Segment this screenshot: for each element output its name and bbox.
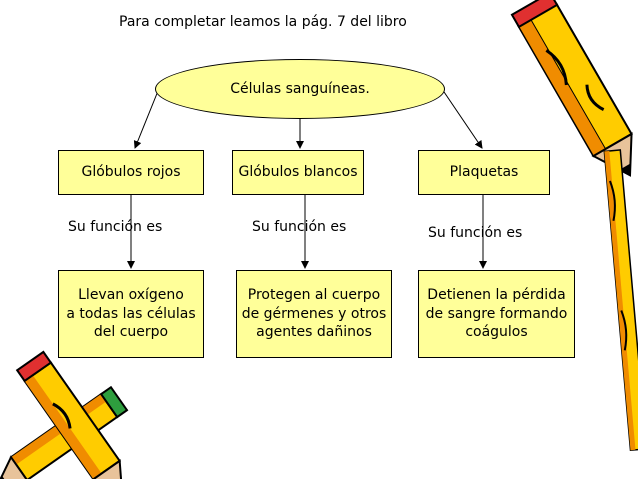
arrow-root-to-platelets [439,85,483,149]
function-text: Detienen la pérdida de sangre formando c… [425,286,568,341]
instruction-text: Para completar leamos la pág. 7 del libr… [119,14,407,30]
function-box-platelets: Detienen la pérdida de sangre formando c… [418,270,575,358]
category-label: Glóbulos blancos [238,164,358,181]
category-label: Glóbulos rojos [81,164,181,181]
function-text: Llevan oxígeno a todas las células del c… [66,286,196,341]
category-box-red-cells: Glóbulos rojos [58,150,204,195]
category-box-platelets: Plaquetas [418,150,550,195]
category-label: Plaquetas [449,164,519,181]
root-node: Células sanguíneas. [155,59,445,119]
connector-label: Su función es [68,219,163,235]
function-box-red-cells: Llevan oxígeno a todas las células del c… [58,270,204,358]
root-label: Células sanguíneas. [230,81,370,97]
connector-label: Su función es [252,219,347,235]
connector-label: Su función es [428,225,523,241]
category-box-white-cells: Glóbulos blancos [232,150,364,195]
arrow-root-to-red [133,85,161,149]
function-text: Protegen al cuerpo de gérmenes y otros a… [241,286,387,341]
function-box-white-cells: Protegen al cuerpo de gérmenes y otros a… [236,270,392,358]
